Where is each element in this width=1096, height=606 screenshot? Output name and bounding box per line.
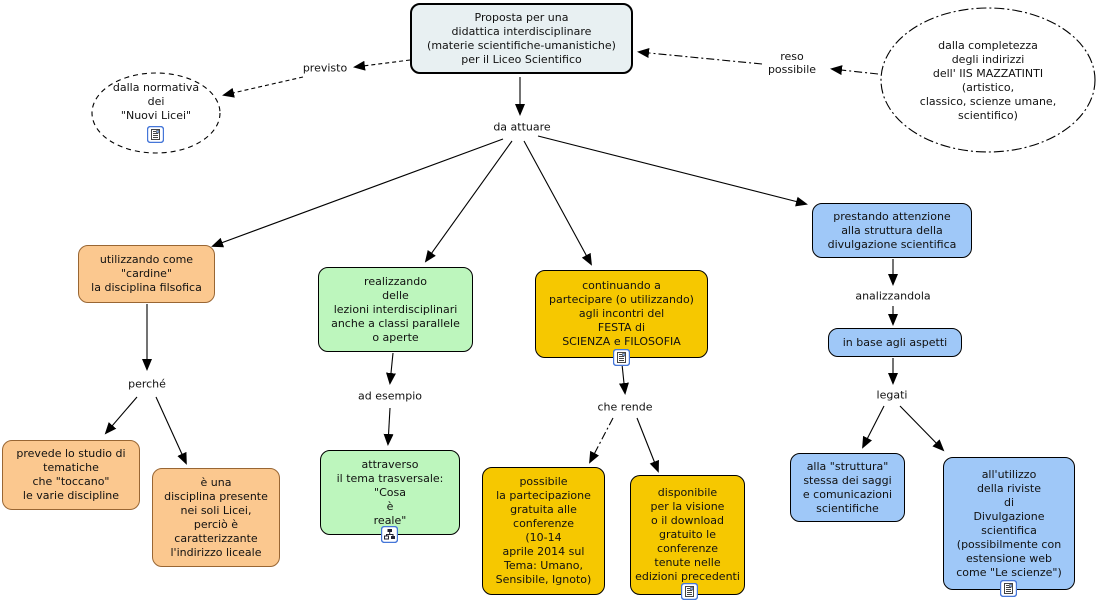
document-resource-icon[interactable]: [146, 125, 165, 144]
node-cardine[interactable]: utilizzando come "cardine" la disciplina…: [78, 245, 215, 303]
link-label-previsto[interactable]: previsto: [302, 61, 348, 75]
node-aspetti[interactable]: in base agli aspetti: [828, 328, 962, 357]
node-festa-scienza-filosofia[interactable]: continuando a partecipare (o utilizzando…: [535, 270, 708, 358]
document-resource-icon[interactable]: [680, 582, 699, 601]
node-studio-tematiche[interactable]: prevede lo studio di tematiche che "tocc…: [2, 440, 140, 510]
node-normativa[interactable]: dalla normativa dei "Nuovi Licei": [112, 81, 200, 122]
link-label-legati[interactable]: legati: [876, 388, 908, 402]
link-label-ad-esempio[interactable]: ad esempio: [358, 389, 422, 403]
concept-map-resource-icon[interactable]: [380, 525, 399, 544]
document-resource-icon[interactable]: [612, 348, 631, 367]
document-resource-icon[interactable]: [999, 579, 1018, 598]
node-lezioni[interactable]: realizzando delle lezioni interdisciplin…: [318, 267, 473, 352]
link-label-perche[interactable]: perché: [128, 377, 166, 391]
ellipse-outline-completezza: [880, 7, 1096, 153]
node-tema-trasversale[interactable]: attraverso il tema trasversale: "Cosa è …: [320, 450, 460, 535]
node-disciplina-licei[interactable]: è una disciplina presente nei soli Licei…: [152, 468, 280, 567]
node-main-proposal[interactable]: Proposta per una didattica interdiscipli…: [410, 3, 633, 74]
link-label-che-rende[interactable]: che rende: [597, 400, 653, 414]
node-divulgazione[interactable]: prestando attenzione alla struttura dell…: [812, 203, 972, 258]
link-label-analizzandola[interactable]: analizzandola: [855, 289, 931, 303]
node-download-conferenze[interactable]: disponibile per la visione o il download…: [630, 475, 745, 595]
link-label-reso-possibile[interactable]: reso possibile: [767, 50, 817, 76]
node-riviste[interactable]: all'utilizzo della riviste di Divulgazio…: [943, 457, 1075, 590]
node-struttura-saggi[interactable]: alla "struttura" stessa dei saggi e comu…: [790, 453, 905, 522]
link-label-da-attuare[interactable]: da attuare: [493, 120, 551, 134]
node-completezza[interactable]: dalla completezza degli indirizzi dell' …: [919, 39, 1057, 122]
ellipse-outline-normativa: [91, 72, 221, 154]
node-partecipazione-gratuita[interactable]: possibile la partecipazione gratuita all…: [482, 467, 605, 595]
